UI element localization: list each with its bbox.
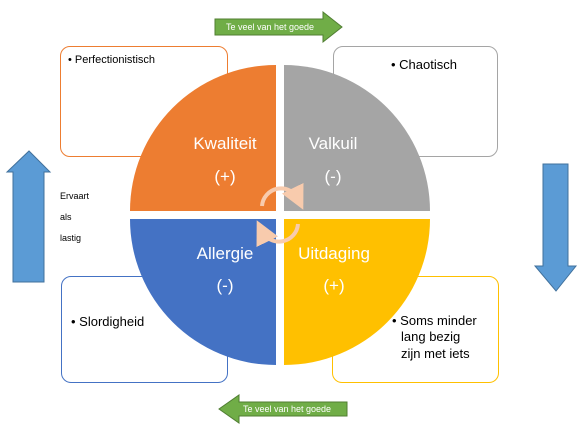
side-note-line3: lastig (60, 233, 82, 243)
cycle-arrow-top-icon (260, 182, 304, 210)
quadrant-title-valkuil: Valkuil (308, 134, 358, 153)
quadrant-allergie (130, 219, 276, 365)
arrow-down-right-icon (533, 163, 578, 292)
quadrant-sign-allergie: (-) (216, 276, 234, 295)
quadrant-sign-kwaliteit: (+) (214, 167, 236, 186)
quadrant-title-kwaliteit: Kwaliteit (193, 134, 257, 153)
box-text-bottom-right-line2: lang bezig (401, 329, 461, 345)
arrow-label-top: Te veel van het goede (226, 22, 315, 32)
box-text-top-right: Chaotisch (391, 57, 457, 73)
quadrant-sign-valkuil: (-) (324, 167, 342, 186)
side-note-line2: als (60, 212, 72, 222)
box-text-bottom-right: Soms minder lang bezig zijn met iets (392, 313, 477, 362)
arrow-label-bottom: Te veel van het goede (243, 404, 332, 414)
cycle-arrow-bottom-icon (256, 220, 300, 248)
quadrant-title-allergie: Allergie (196, 244, 254, 263)
quadrant-valkuil (284, 65, 430, 211)
quadrant-title-uitdaging: Uitdaging (298, 244, 370, 263)
arrow-up-left-icon (5, 150, 52, 283)
quadrant-kwaliteit (130, 65, 276, 211)
side-note-line1: Ervaart (60, 191, 90, 201)
box-text-bottom-left: Slordigheid (71, 314, 144, 330)
quadrant-uitdaging (284, 219, 430, 365)
quadrant-sign-uitdaging: (+) (323, 276, 345, 295)
box-text-bottom-right-line3: zijn met iets (401, 345, 470, 361)
box-text-top-left: Perfectionistisch (68, 54, 155, 68)
arrow-right-top-icon (214, 10, 343, 44)
arrow-left-bottom-icon (218, 394, 348, 424)
box-text-bottom-right-line1: Soms minder (392, 313, 477, 329)
